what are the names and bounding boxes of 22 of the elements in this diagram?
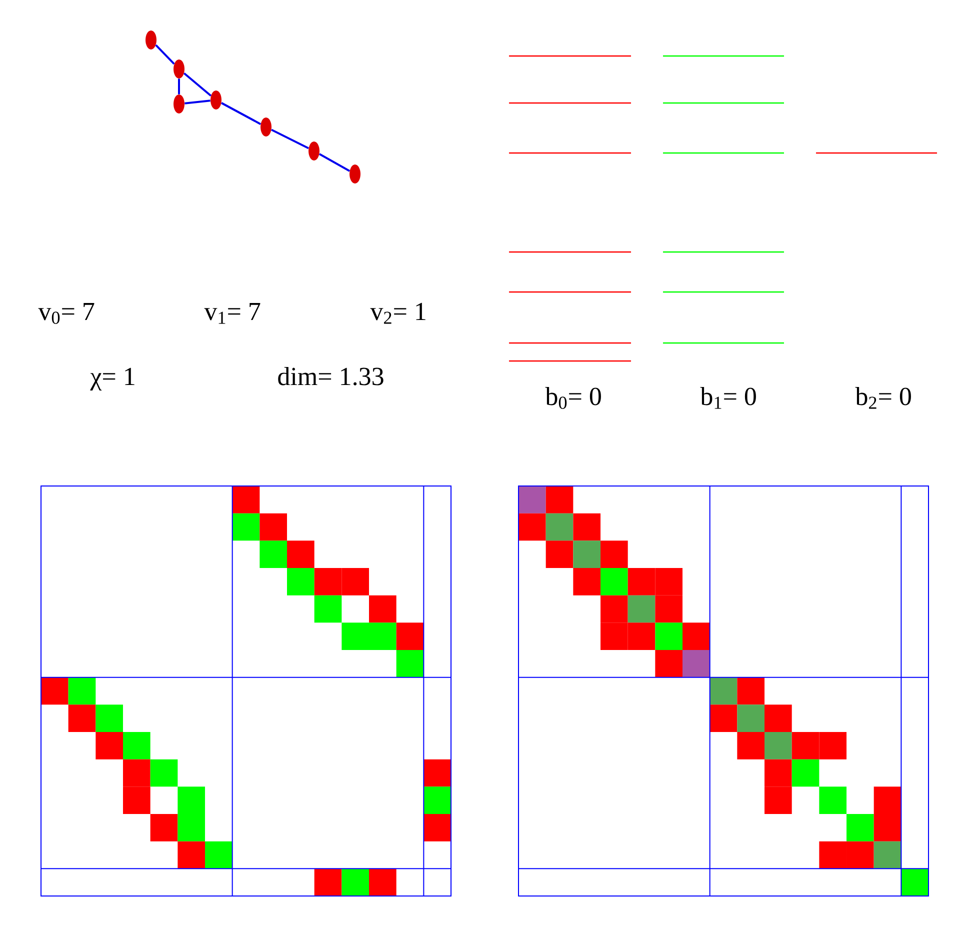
vertex-dot bbox=[260, 118, 272, 136]
graph-edge bbox=[183, 72, 212, 96]
value-label: v$_{1}$= 7 bbox=[204, 302, 260, 324]
graph-edge bbox=[155, 44, 175, 65]
value-label: b$_{2}$= 0 bbox=[855, 386, 911, 409]
vertex-dot bbox=[210, 90, 222, 110]
value-label: b$_{1}$= 0 bbox=[700, 386, 756, 409]
value-label: χ= 1 bbox=[90, 368, 134, 391]
vertex-dot bbox=[174, 60, 184, 78]
vertex-dot bbox=[174, 94, 184, 114]
graph-edge bbox=[318, 153, 350, 172]
graph-edge bbox=[271, 128, 309, 150]
value-label: v$_{0}$= 7 bbox=[38, 302, 94, 324]
vertex-dot bbox=[308, 142, 320, 160]
vertex-dot bbox=[350, 164, 360, 184]
value-label: v$_{2}$= 1 bbox=[370, 302, 426, 324]
graph-edge bbox=[220, 102, 262, 125]
value-label: dim= 1.33 bbox=[278, 366, 384, 386]
graph-edge bbox=[178, 78, 180, 94]
graph-edge bbox=[184, 100, 210, 104]
value-label: b$_{0}$= 0 bbox=[545, 386, 601, 409]
vertex-dot bbox=[146, 30, 156, 50]
